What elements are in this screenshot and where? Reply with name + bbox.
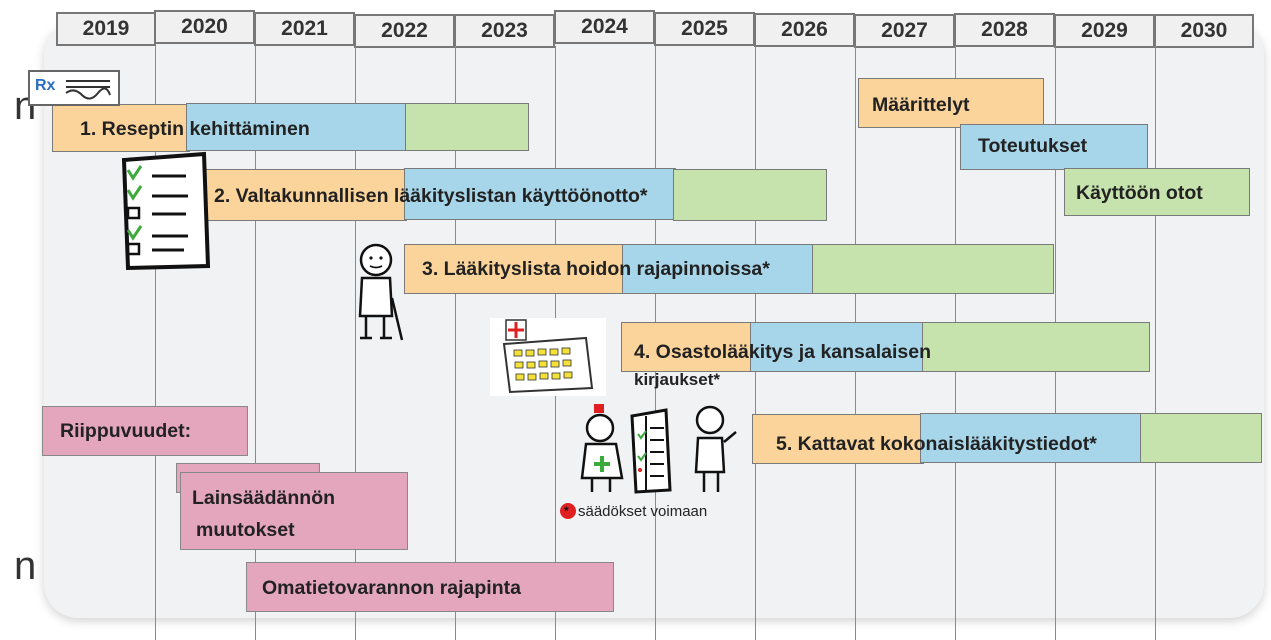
year-2027: 2027 <box>854 14 955 48</box>
elderly-person-icon <box>358 243 404 341</box>
year-2020: 2020 <box>154 10 255 44</box>
track-3-implementation-bar <box>622 244 818 294</box>
interface-label: Omatietovarannon rajapinta <box>262 577 521 599</box>
legislation-line1: Lainsäädännön <box>192 487 336 509</box>
year-2024: 2024 <box>554 10 655 44</box>
legend-planning-box <box>858 78 1044 128</box>
hospital-icon <box>502 319 594 394</box>
legend-implementation-box <box>960 124 1148 170</box>
track-2-label: 2. Valtakunnallisen lääkityslistan käytt… <box>214 185 648 207</box>
legislation-line2: muutokset <box>196 519 295 541</box>
prescription-icon: Rx <box>28 70 120 106</box>
track-4-planning-bar <box>621 322 753 372</box>
track-3-label: 3. Lääkityslista hoidon rajapinnoissa* <box>422 258 770 280</box>
year-2029: 2029 <box>1054 14 1155 48</box>
year-2023: 2023 <box>454 14 555 48</box>
legend-deployment-label: Käyttöön otot <box>1076 182 1203 204</box>
footnote-marker-icon: * <box>560 503 576 519</box>
checklist-icon <box>121 151 211 271</box>
edge-letter-bottom: n <box>14 544 37 588</box>
footnote-text: säädökset voimaan <box>578 503 708 520</box>
footnote-marker: * <box>564 504 569 518</box>
year-2021: 2021 <box>254 12 355 46</box>
track-2-planning-bar <box>185 169 407 221</box>
legislation-box <box>180 472 408 550</box>
track-5-planning-bar <box>752 414 924 464</box>
grid-line <box>255 46 256 640</box>
dependencies-box <box>42 406 248 456</box>
track-5-implementation-bar <box>920 413 1144 463</box>
track-4-deployment-bar <box>922 322 1150 372</box>
year-2025: 2025 <box>654 12 755 46</box>
year-2022: 2022 <box>354 14 455 48</box>
prescription-lines-icon <box>65 80 111 100</box>
track-3-deployment-bar <box>812 244 1054 294</box>
year-2028: 2028 <box>954 13 1055 47</box>
track-1-planning-bar <box>52 104 190 152</box>
year-2030: 2030 <box>1154 14 1254 48</box>
legend-implementation-label: Toteutukset <box>978 135 1088 157</box>
track-2-deployment-bar <box>673 169 827 221</box>
track-1-deployment-bar <box>405 103 529 151</box>
grid-line <box>355 46 356 640</box>
track-4-implementation-bar <box>750 322 926 372</box>
legend-deployment-box <box>1064 168 1250 216</box>
track-5-label: 5. Kattavat kokonaislääkitystiedot* <box>776 433 1097 455</box>
track-4-label-line1: 4. Osastolääkitys ja kansalaisen <box>634 341 932 363</box>
track-5-deployment-bar <box>1140 413 1262 463</box>
rx-text: Rx <box>35 77 56 94</box>
track-3-planning-bar <box>404 244 626 294</box>
track-1-label: 1. Reseptin kehittäminen <box>80 118 310 140</box>
track-1-implementation-bar <box>186 103 408 151</box>
grid-line <box>1155 46 1156 640</box>
track-4-label-line2: kirjaukset* <box>634 370 720 389</box>
interface-box <box>246 562 614 612</box>
dependencies-title: Riippuvuudet: <box>60 420 192 442</box>
nurse-patient-record-icon <box>580 404 737 494</box>
grid-line <box>455 46 456 640</box>
year-2026: 2026 <box>754 13 855 47</box>
year-2019: 2019 <box>56 12 156 46</box>
hospital-icon-frame <box>490 318 606 396</box>
grid-line <box>155 46 156 640</box>
legend-planning-label: Määrittelyt <box>872 94 970 116</box>
